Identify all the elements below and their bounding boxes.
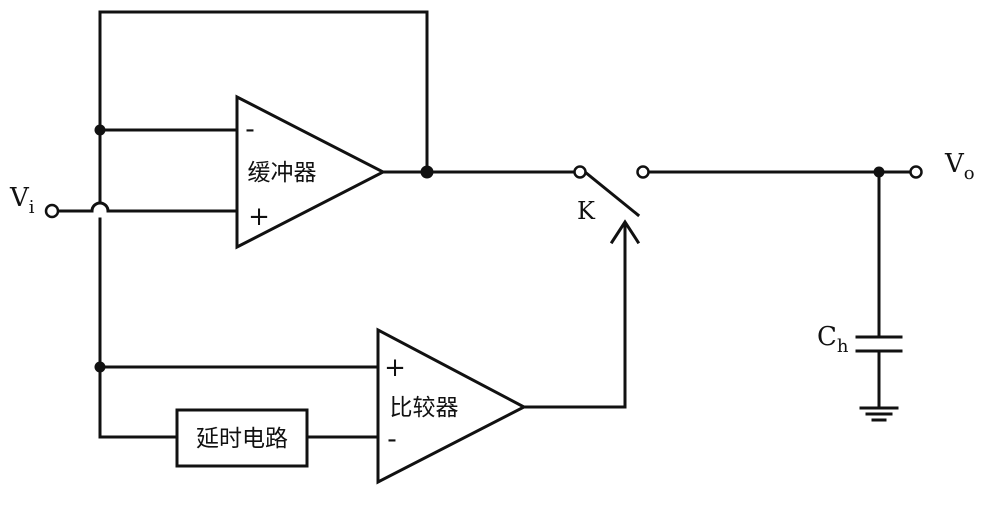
junction-dot-feedback [94, 124, 106, 136]
capacitor-label-main: C [817, 322, 837, 352]
comparator-amplifier [376, 327, 528, 485]
comparator-output-wire [522, 224, 627, 409]
control-arrow-head [609, 219, 641, 245]
vo-label-main: V [944, 149, 965, 179]
delay-circuit-box [175, 408, 309, 468]
capacitor-label-sub: h [837, 336, 849, 357]
vo-label: Vo [944, 149, 975, 184]
switch-label: K [577, 197, 596, 225]
delay-circuit-label: 延时电路 [196, 426, 288, 452]
vi-terminal [44, 203, 60, 219]
vo-terminal [909, 165, 923, 179]
switch-left-terminal [573, 165, 587, 179]
capacitor-label: Ch [817, 322, 849, 357]
vi-label-sub: i [29, 197, 35, 218]
vi-bus-wire [98, 128, 179, 439]
switch-blade [582, 169, 641, 218]
comparator-plus-sign: + [384, 353, 406, 383]
junction-dot-buffer-output [420, 165, 434, 179]
buffer-amplifier [235, 94, 387, 250]
comparator-label: 比较器 [390, 395, 459, 421]
vi-label: Vi [9, 183, 35, 218]
vi-input-wire [56, 201, 239, 213]
feedback-wire [98, 10, 429, 174]
ground-icon [859, 406, 899, 422]
junction-dot-output [873, 166, 885, 178]
switch-right-terminal [636, 165, 650, 179]
junction-dot-comparator [94, 361, 106, 373]
vi-label-main: V [9, 183, 30, 213]
comparator-minus-sign: - [387, 422, 396, 455]
vo-label-sub: o [964, 163, 975, 184]
buffer-minus-sign: - [245, 112, 254, 145]
buffer-label: 缓冲器 [248, 160, 317, 186]
buffer-plus-sign: + [248, 202, 270, 232]
